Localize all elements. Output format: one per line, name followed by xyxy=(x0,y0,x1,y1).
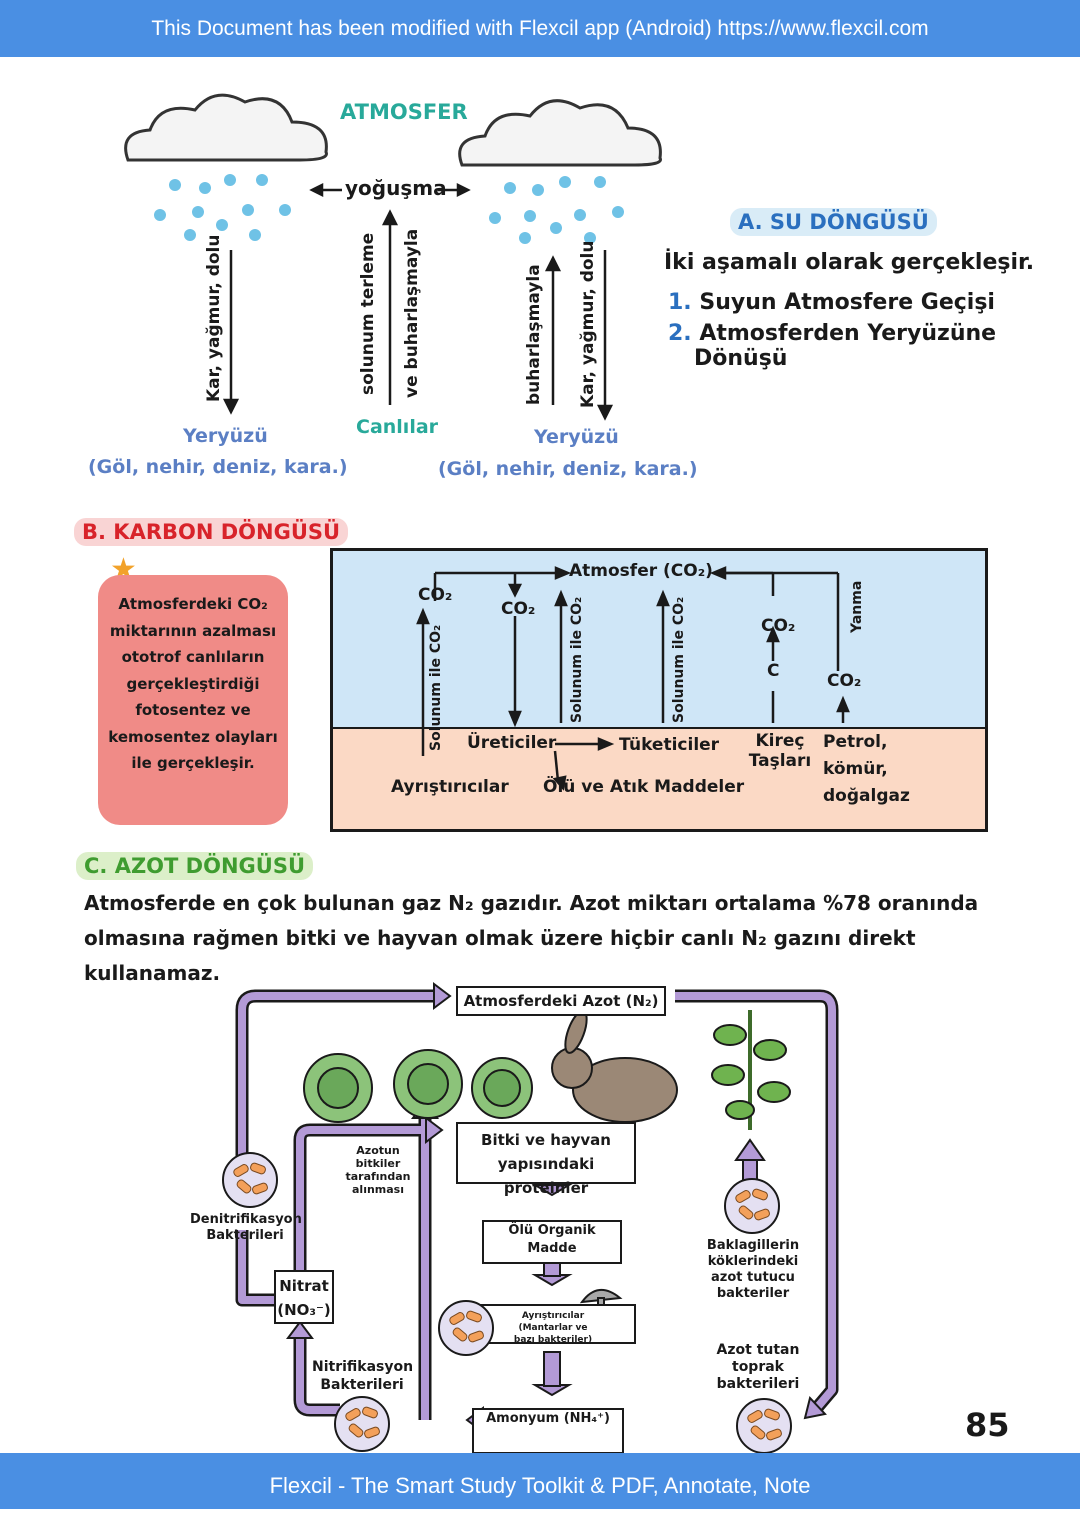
ammonium-box: Amonyum (NH₄⁺) xyxy=(472,1408,624,1454)
soil-bacteria-icon xyxy=(736,1398,792,1454)
water-step-2: 2. Atmosferden Yeryüzüne Dönüşü xyxy=(668,321,997,371)
rabbit-icon xyxy=(551,1010,678,1123)
carbon-arrows xyxy=(416,566,850,791)
carbon-note: Atmosferdeki CO₂ miktarının azalması oto… xyxy=(98,575,288,825)
legume-bacteria-icon xyxy=(724,1178,780,1234)
carbon-resp-label-2: Solunum ile CO₂ xyxy=(569,596,585,723)
nitrogen-paragraph: Atmosferde en çok bulunan gaz N₂ gazıdır… xyxy=(84,891,979,985)
carbon-co2-1: CO₂ xyxy=(418,585,453,605)
water-right-precip-label: Kar, yağmur, dolu xyxy=(578,240,598,409)
flexcil-top-banner[interactable]: This Document has been modified with Fle… xyxy=(0,0,1080,57)
carbon-resp-label-1: Solunum ile CO₂ xyxy=(428,624,444,751)
denitrification-label: Denitrifikasyon Bakterileri xyxy=(190,1212,302,1243)
carbon-ground-area xyxy=(333,727,985,829)
carbon-fossil: Petrol, kömür, doğalgaz xyxy=(823,732,910,806)
cloud-right-icon xyxy=(458,99,662,167)
cloud-left-icon xyxy=(124,93,328,162)
nitrogen-section-title: C. AZOT DÖNGÜSÜ xyxy=(76,852,313,880)
earth-left-label: Yeryüzü xyxy=(183,425,268,447)
page-number: 85 xyxy=(965,1406,1010,1444)
water-section-title: A. SU DÖNGÜSÜ xyxy=(730,208,937,236)
water-steps-list: 1. Suyun Atmosfere Geçişi 2. Atmosferden… xyxy=(668,284,998,377)
carbon-diagram: Atmosfer (CO₂) CO₂ CO₂ CO₂ C CO₂ Solunum… xyxy=(330,548,988,832)
water-evaporation-label: ve buharlaşmayla xyxy=(402,228,422,398)
carbon-sky-area xyxy=(333,551,985,727)
water-step-1: 1. Suyun Atmosfere Geçişi xyxy=(668,290,995,315)
carbon-c-label: C xyxy=(767,661,780,681)
nitrate-box: Nitrat (NO₃⁻) xyxy=(274,1270,334,1324)
earth-right-label: Yeryüzü xyxy=(534,426,619,448)
raindrops-left-icon xyxy=(154,174,291,241)
water-cycle-drawing xyxy=(124,93,662,421)
nitrogen-arrows xyxy=(235,982,839,1434)
carbon-decomposers: Ayrıştırıcılar xyxy=(391,777,509,797)
earth-right-sub-label: (Göl, nehir, deniz, kara.) xyxy=(438,458,698,480)
carbon-producers: Üreticiler xyxy=(467,733,557,753)
water-atmosphere-label: ATMOSFER xyxy=(340,100,468,124)
legume-plant-icon xyxy=(711,1010,791,1130)
soil-bacteria-label: Azot tutan toprak bakterileri xyxy=(716,1342,800,1392)
carbon-atm-label: Atmosfer (CO₂) xyxy=(569,561,713,581)
earth-left-sub-label: (Göl, nehir, deniz, kara.) xyxy=(88,456,348,478)
flexcil-bottom-banner[interactable]: Flexcil - The Smart Study Toolkit & PDF,… xyxy=(0,1453,1080,1509)
carbon-section-title: B. KARBON DÖNGÜSÜ xyxy=(74,518,349,546)
water-left-precip-label: Kar, yağmur, dolu xyxy=(204,234,224,403)
carbon-dead-matter: Ölü ve Atık Maddeler xyxy=(543,777,745,797)
carbon-burning-label: Yanma xyxy=(849,580,865,633)
denitrification-bacteria-icon xyxy=(222,1152,278,1208)
dead-organic-box: Ölü Organik Madde xyxy=(482,1220,622,1264)
legume-bacteria-label: Baklagillerin köklerindeki azot tutucu b… xyxy=(706,1238,800,1301)
proteins-box: Bitki ve hayvan yapısındaki proteinler xyxy=(456,1122,636,1197)
nitrogen-uptake-label: Azotun bitkiler tarafından alınması xyxy=(345,1144,411,1196)
carbon-co2-2: CO₂ xyxy=(501,599,536,619)
carbon-consumers: Tüketiciler xyxy=(619,735,720,755)
living-label: Canlılar xyxy=(356,416,439,438)
cabbage-icons xyxy=(303,1049,533,1123)
water-intro: İki aşamalı olarak gerçekleşir. xyxy=(664,250,1035,275)
nitrification-bacteria-icon xyxy=(334,1396,390,1452)
water-respiration-label: solunum terleme xyxy=(358,232,378,395)
raindrops-right-icon xyxy=(489,176,624,244)
carbon-co2-3: CO₂ xyxy=(761,616,796,636)
nitrification-label: Nitrifikasyon Bakterileri xyxy=(312,1359,414,1393)
carbon-co2-4: CO₂ xyxy=(827,671,862,691)
carbon-limestone: Kireç Taşları xyxy=(748,731,812,771)
decomposer-bacteria-icon xyxy=(438,1300,494,1356)
carbon-resp-label-3: Solunum ile CO₂ xyxy=(671,596,687,723)
atm-nitrogen-box: Atmosferdeki Azot (N₂) xyxy=(456,986,666,1016)
water-condensation-label: yoğuşma xyxy=(345,176,447,200)
water-right-evap-label: buharlaşmayla xyxy=(524,264,544,405)
